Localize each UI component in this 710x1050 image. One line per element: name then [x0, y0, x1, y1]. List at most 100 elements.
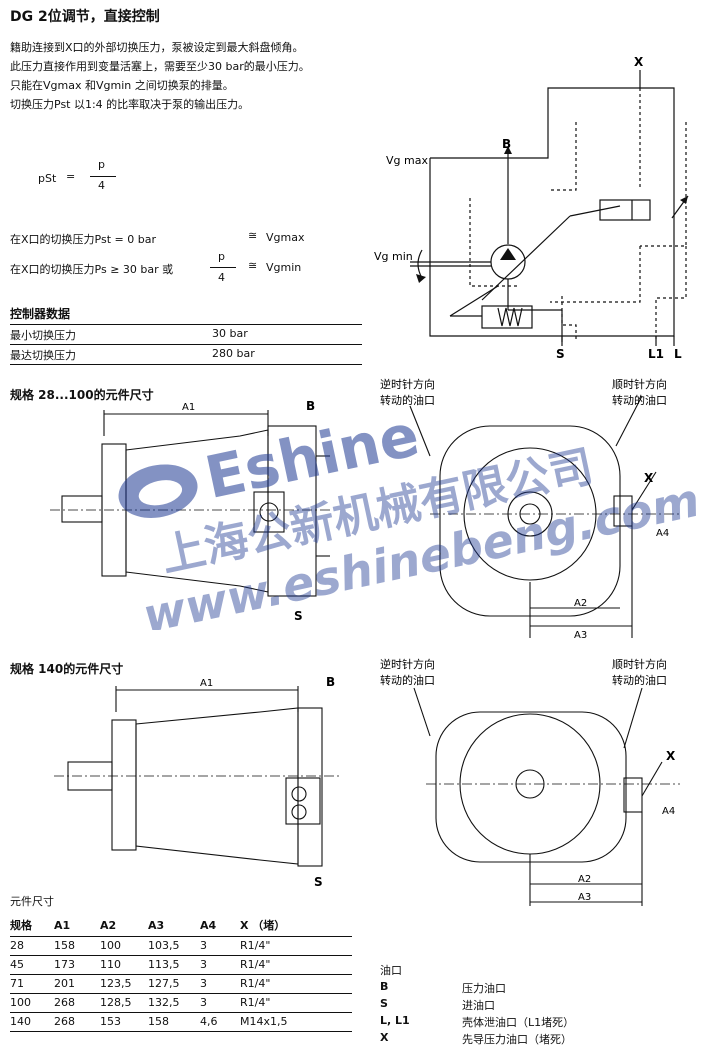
port-s-label: S — [294, 609, 303, 623]
table-cell: 268 — [54, 993, 100, 1013]
control-data-value: 30 bar — [212, 327, 248, 340]
table-row: 45 173 110 113,5 3 R1/4" — [10, 955, 352, 975]
port-desc: 壳体泄油口（L1堵死） — [462, 1016, 575, 1029]
dim-a2-label: A2 — [578, 874, 591, 885]
adjust-arrow-icon — [680, 196, 688, 204]
port-s-label: S — [314, 875, 323, 889]
table-cell: 113,5 — [148, 955, 200, 975]
table-cell: 201 — [54, 974, 100, 994]
formula-eq: = — [66, 170, 76, 183]
table-cell: 110 — [100, 955, 148, 975]
table-cell: 3 — [200, 936, 240, 956]
dimension-table: 规格 A1 A2 A3 A4 X （堵） 28 158 100 103,5 3 … — [10, 915, 352, 1032]
intro-text: 籍助连接到X口的外部切换压力，泵被设定到最大斜盘倾角。 此压力直接作用到变量活塞… — [10, 38, 310, 114]
dims2-title: 规格 140的元件尺寸 — [10, 662, 124, 676]
table-row: 71 201 123,5 127,5 3 R1/4" — [10, 974, 352, 994]
table-cell: 123,5 — [100, 974, 148, 994]
ports-heading-text: 油口 — [380, 964, 402, 977]
port-b-label: B — [326, 675, 335, 689]
table-cell: 103,5 — [148, 936, 200, 956]
ccw-line-2: 转动的油口 — [380, 393, 435, 407]
column-header: 规格 — [10, 915, 54, 937]
table-cell: R1/4" — [240, 936, 352, 956]
table-cell: 71 — [10, 974, 54, 994]
intro-line: 只能在Vgmax 和Vgmin 之间切换泵的排量。 — [10, 79, 234, 92]
formula-den: 4 — [98, 179, 105, 192]
cw-line-2: 转动的油口 — [612, 393, 667, 407]
approx-symbol: ≅ — [248, 229, 258, 242]
control-data-label: 最达切换压力 — [10, 349, 76, 362]
table-cell: 100 — [10, 993, 54, 1013]
port-x-label: X — [644, 471, 654, 485]
dim-a4-label: A4 — [656, 528, 669, 539]
column-header: X （堵） — [240, 915, 352, 937]
control-data-value: 280 bar — [212, 347, 255, 360]
port-b-label: B — [502, 137, 511, 151]
table-cell: 158 — [148, 1012, 200, 1032]
table-cell: 268 — [54, 1012, 100, 1032]
table-cell: 140 — [10, 1012, 54, 1032]
column-header: A3 — [148, 915, 200, 937]
port-x-label: X — [634, 55, 644, 69]
dim-a3-label: A3 — [578, 892, 591, 903]
condition-2-text: 在X口的切换压力Ps ≥ 30 bar 或 — [10, 263, 174, 276]
intro-line: 切换压力Pst 以1:4 的比率取决于泵的输出压力。 — [10, 98, 250, 111]
table-cell: 4,6 — [200, 1012, 240, 1032]
condition-1-result: Vgmax — [266, 231, 305, 244]
ccw-line-1: 逆时针方向 — [380, 377, 435, 391]
pump-arrow-icon — [500, 248, 516, 260]
table-title: 元件尺寸 — [10, 895, 54, 908]
port-key: L, L1 — [380, 1014, 410, 1027]
port-key: S — [380, 997, 388, 1010]
table-cell: R1/4" — [240, 993, 352, 1013]
ccw-line-1: 逆时针方向 — [380, 657, 435, 671]
front-view-1: 逆时针方向 转动的油口 顺时针方向 转动的油口 X A2 A3 A4 — [380, 377, 680, 641]
cw-line-1: 顺时针方向 — [612, 377, 667, 391]
cw-line-1: 顺时针方向 — [612, 657, 667, 671]
control-data-row: 最小切换压力 30 bar — [10, 325, 362, 344]
table-cell: R1/4" — [240, 955, 352, 975]
intro-line: 籍助连接到X口的外部切换压力，泵被设定到最大斜盘倾角。 — [10, 41, 304, 54]
page-title: DG 2位调节，直接控制 — [10, 9, 160, 25]
table-cell: 127,5 — [148, 974, 200, 994]
ccw-port-label: 逆时针方向 转动的油口 — [380, 377, 439, 407]
condition-1-text: 在X口的切换压力Pst = 0 bar — [10, 233, 156, 246]
dim-a3-label: A3 — [574, 630, 587, 641]
ccw-port-label: 逆时针方向 转动的油口 — [380, 657, 439, 687]
port-desc: 压力油口 — [462, 982, 506, 995]
table-cell: 28 — [10, 936, 54, 956]
side-view-2: A1 B S — [54, 675, 340, 889]
table-cell: 153 — [100, 1012, 148, 1032]
table-cell: 173 — [54, 955, 100, 975]
dim-a2-label: A2 — [574, 598, 587, 609]
rotation-arrow-icon — [416, 274, 426, 283]
fraction-line — [90, 176, 116, 177]
column-header: A2 — [100, 915, 148, 937]
table-cell: 3 — [200, 993, 240, 1013]
port-desc: 进油口 — [462, 999, 495, 1012]
table-cell: R1/4" — [240, 974, 352, 994]
approx-symbol: ≅ — [248, 259, 258, 272]
dim-a1-label: A1 — [200, 678, 213, 689]
table-header-row: 规格 A1 A2 A3 A4 X （堵） — [10, 915, 352, 937]
divider — [10, 364, 362, 365]
column-header: A4 — [200, 915, 240, 937]
table-cell: 132,5 — [148, 993, 200, 1013]
port-l1-label: L1 — [648, 347, 664, 361]
cw-line-2: 转动的油口 — [612, 673, 667, 687]
dim-a1-label: A1 — [182, 402, 195, 413]
formula-num: p — [98, 158, 105, 171]
port-key: B — [380, 980, 389, 993]
table-row: 28 158 100 103,5 3 R1/4" — [10, 936, 352, 956]
side-view-1: A1 B S — [50, 399, 330, 623]
column-header: A1 — [54, 915, 100, 937]
ccw-line-2: 转动的油口 — [380, 673, 435, 687]
dims1-title: 规格 28...100的元件尺寸 — [10, 388, 154, 402]
table-row: 140 268 153 158 4,6 M14x1,5 — [10, 1012, 352, 1032]
control-data-row: 最达切换压力 280 bar — [10, 345, 362, 364]
vgmin-label: Vg min — [374, 250, 413, 263]
cw-port-label: 顺时针方向 转动的油口 — [612, 377, 671, 407]
fraction-line — [210, 267, 236, 268]
front-view-2: 逆时针方向 转动的油口 顺时针方向 转动的油口 X A2 A3 A4 — [380, 657, 680, 906]
control-data-heading: 控制器数据 — [10, 307, 71, 321]
